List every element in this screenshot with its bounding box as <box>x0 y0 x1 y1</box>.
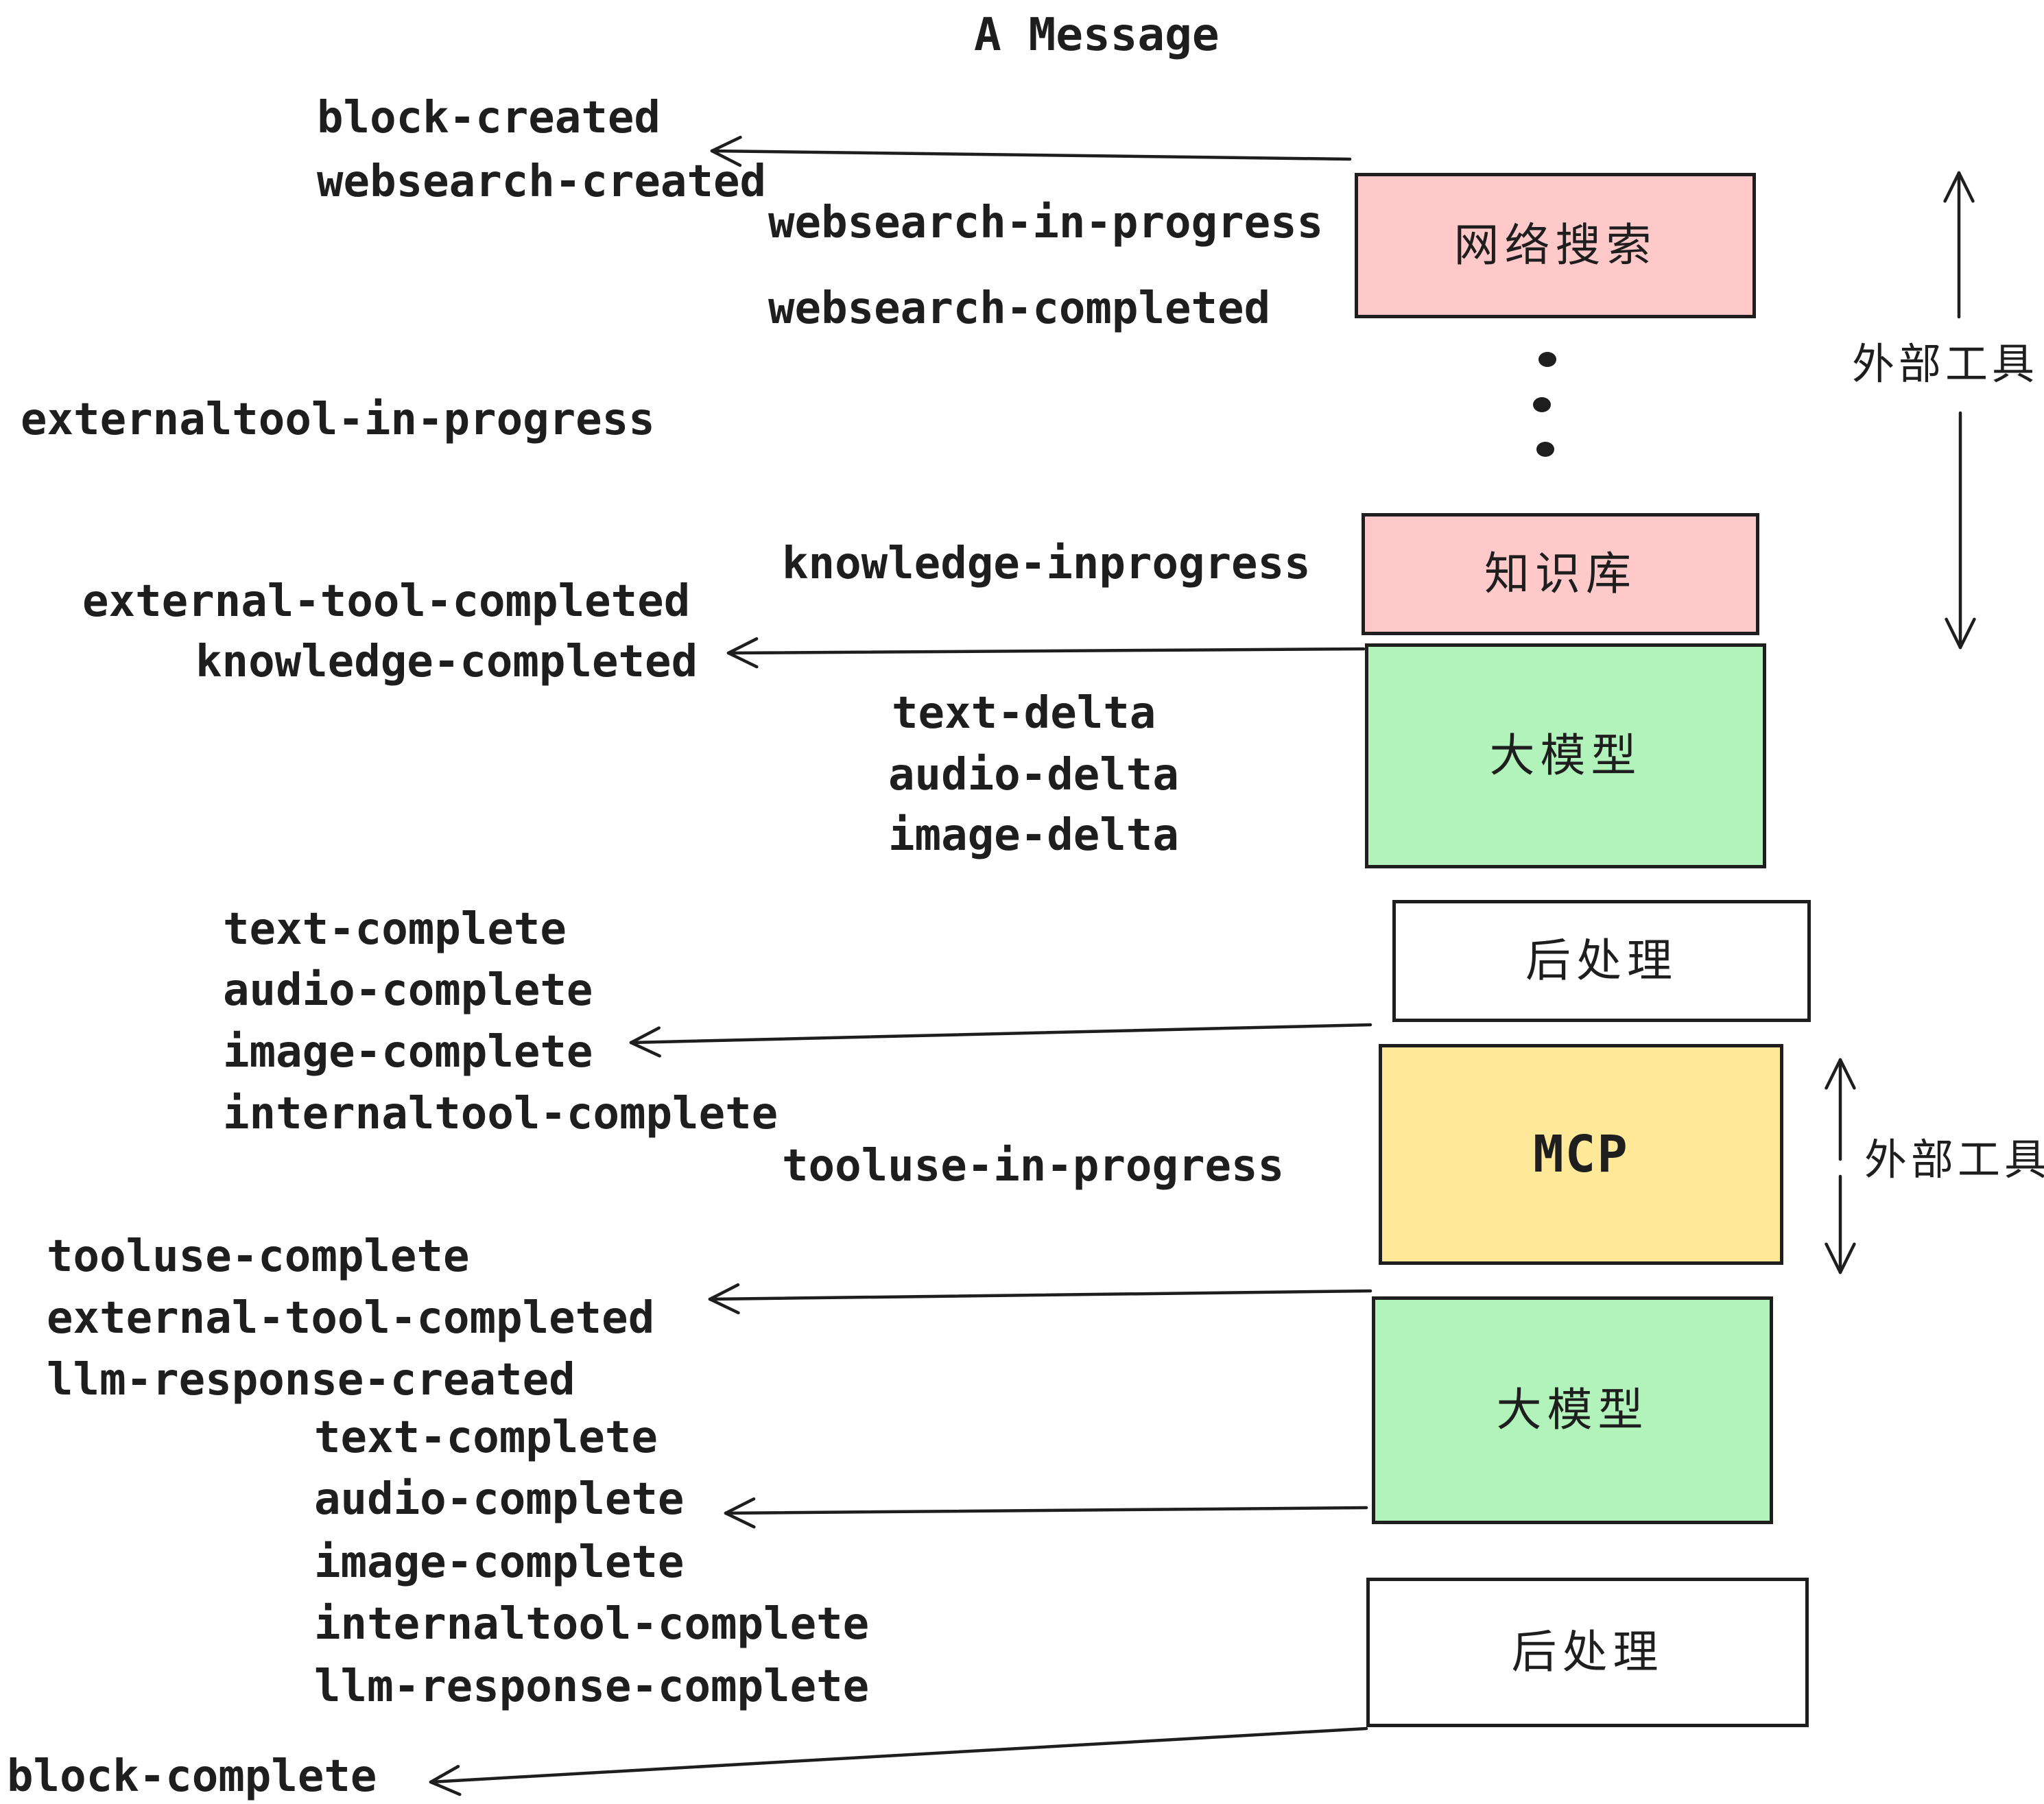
node-label-mcp: MCP <box>1533 1125 1629 1184</box>
event-label-image-complete-2: image-complete <box>314 1537 685 1588</box>
external-tools-arrow-1-down-head <box>1945 617 1962 650</box>
arrow-to-block-complete <box>429 1726 1368 1784</box>
event-label-block-created: block-created <box>317 93 661 143</box>
node-box-post-2: 后处理 <box>1366 1578 1809 1727</box>
event-label-audio-complete-1: audio-complete <box>223 965 593 1016</box>
event-label-knowledge-completed: knowledge-completed <box>195 637 698 687</box>
event-label-knowledge-inprogress: knowledge-inprogress <box>782 538 1311 589</box>
diagram-title: A Message <box>974 8 1220 61</box>
external-tools-arrow-2-up-head <box>1825 1058 1842 1090</box>
arrow-to-image-complete-head <box>629 1026 661 1045</box>
arrow-to-block-created-head <box>710 149 742 167</box>
event-label-text-complete-2: text-complete <box>314 1412 658 1463</box>
external-tools-arrow-1-down-head <box>1958 617 1976 650</box>
external-tools-arrow-2-down-head <box>1825 1242 1842 1274</box>
node-box-knowledge: 知识库 <box>1362 513 1759 635</box>
arrow-to-knowledge-completed-head <box>726 651 759 669</box>
arrow-to-external-tool-completed <box>708 1289 1372 1301</box>
vertical-ellipsis-dot-3 <box>1536 442 1554 457</box>
vertical-ellipsis-dot-1 <box>1538 352 1556 367</box>
node-label-post-2: 后处理 <box>1511 1626 1664 1678</box>
event-label-audio-delta-1: audio-delta <box>888 750 1179 800</box>
node-box-llm-1: 大模型 <box>1365 643 1766 868</box>
arrow-to-block-complete-head <box>429 1765 460 1784</box>
arrow-to-knowledge-completed-head <box>726 637 759 655</box>
node-box-mcp: MCP <box>1379 1044 1783 1265</box>
arrow-to-knowledge-completed <box>726 647 1366 655</box>
arrow-to-block-created <box>710 149 1352 161</box>
arrow-to-audio-complete <box>724 1506 1368 1515</box>
side-label-external-tools-1: 外部工具 <box>1852 339 2039 389</box>
arrow-to-external-tool-completed-head <box>708 1297 740 1315</box>
external-tools-arrow-1-up-head <box>1943 171 1961 203</box>
arrow-to-external-tool-completed-head <box>708 1283 740 1301</box>
event-label-externaltool-in-progress: externaltool-in-progress <box>21 394 655 445</box>
event-label-internaltool-complete-2: internaltool-complete <box>314 1599 870 1650</box>
arrow-to-block-created-head <box>710 135 742 153</box>
arrow-to-image-complete-head <box>629 1041 661 1058</box>
external-tools-arrow-1-up-head <box>1957 171 1975 203</box>
event-label-image-complete-1: image-complete <box>223 1027 593 1078</box>
event-label-websearch-completed: websearch-completed <box>768 283 1271 334</box>
event-label-text-complete-1: text-complete <box>223 904 567 955</box>
node-label-llm-1: 大模型 <box>1489 729 1642 782</box>
node-box-websearch: 网络搜索 <box>1355 173 1756 318</box>
event-label-tooluse-in-progress: tooluse-in-progress <box>782 1141 1285 1191</box>
vertical-ellipsis-dot-2 <box>1533 397 1551 412</box>
event-label-websearch-created: websearch-created <box>317 156 767 207</box>
node-label-post-1: 后处理 <box>1525 934 1678 987</box>
arrow-to-audio-complete-head <box>724 1511 756 1529</box>
node-label-websearch: 网络搜索 <box>1453 219 1657 272</box>
node-box-post-1: 后处理 <box>1392 900 1811 1022</box>
arrow-to-block-complete-head <box>429 1780 462 1796</box>
event-label-tooluse-complete: tooluse-complete <box>47 1231 470 1282</box>
event-label-text-delta-1: text-delta <box>892 688 1156 739</box>
event-label-llm-response-created: llm-response-created <box>47 1355 575 1405</box>
event-label-image-delta-1: image-delta <box>888 810 1179 861</box>
event-label-internaltool-complete-1: internaltool-complete <box>223 1089 779 1139</box>
event-label-audio-complete-2: audio-complete <box>314 1474 685 1525</box>
external-tools-arrow-2-down-head <box>1838 1242 1856 1274</box>
external-tools-arrow-2-up-head <box>1838 1058 1856 1090</box>
event-label-external-tool-completed-2: external-tool-completed <box>47 1293 655 1344</box>
arrow-to-audio-complete-head <box>724 1497 756 1515</box>
node-box-llm-2: 大模型 <box>1372 1296 1773 1524</box>
event-label-websearch-in-progress: websearch-in-progress <box>768 198 1324 248</box>
event-label-block-complete: block-complete <box>7 1751 377 1802</box>
arrow-to-image-complete <box>629 1023 1372 1045</box>
event-label-llm-response-complete: llm-response-complete <box>314 1661 870 1712</box>
node-label-knowledge: 知识库 <box>1484 547 1637 600</box>
event-label-external-tool-completed: external-tool-completed <box>82 576 691 627</box>
side-label-external-tools-2: 外部工具 <box>1864 1135 2044 1185</box>
node-label-llm-2: 大模型 <box>1496 1384 1649 1436</box>
